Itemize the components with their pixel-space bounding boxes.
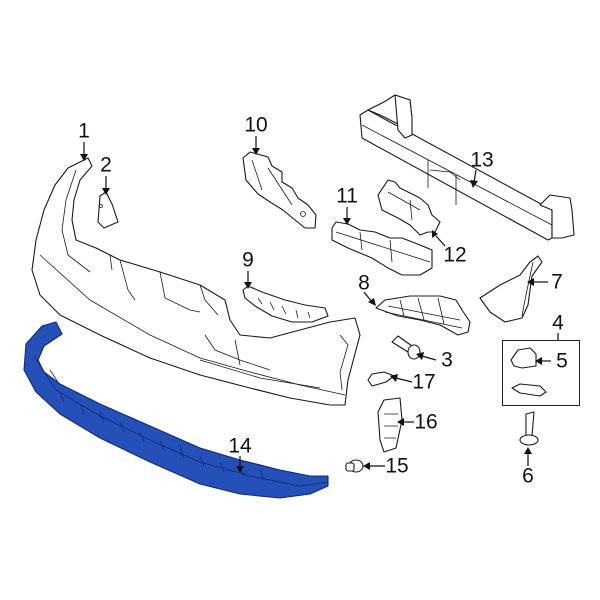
- part-5-clip-nut[interactable]: [510, 347, 537, 369]
- part-11-absorber[interactable]: [331, 221, 433, 276]
- part-17-clip[interactable]: [367, 371, 395, 387]
- callout-3[interactable]: 3: [441, 348, 453, 372]
- part-9-bracket[interactable]: [242, 285, 329, 323]
- callout-2[interactable]: 2: [100, 153, 112, 177]
- callout-7[interactable]: 7: [551, 270, 563, 294]
- part-8-grille[interactable]: [375, 295, 471, 336]
- part-14-lower-valance[interactable]: [23, 321, 329, 499]
- callout-8[interactable]: 8: [358, 271, 370, 295]
- part-16-bracket[interactable]: [377, 397, 403, 453]
- part-10-bracket[interactable]: [242, 151, 317, 229]
- part-6-screw[interactable]: [519, 411, 539, 446]
- callout-10[interactable]: 10: [244, 113, 268, 137]
- part-15-push-pin[interactable]: [345, 459, 364, 473]
- part-4-group-box: [502, 340, 580, 406]
- callout-12[interactable]: 12: [443, 243, 467, 267]
- callout-9[interactable]: 9: [242, 248, 254, 272]
- callout-14[interactable]: 14: [228, 434, 252, 458]
- callout-16[interactable]: 16: [414, 410, 438, 434]
- callout-15[interactable]: 15: [385, 454, 409, 478]
- part-12-bracket[interactable]: [377, 179, 441, 236]
- callout-1[interactable]: 1: [78, 119, 90, 143]
- part-13-impact-bar[interactable]: [359, 94, 575, 241]
- part-7-bracket[interactable]: [479, 255, 543, 323]
- leader-lines: [80, 136, 559, 473]
- callout-13[interactable]: 13: [470, 148, 494, 172]
- part-3-bolt[interactable]: [391, 335, 421, 360]
- callout-4[interactable]: 4: [552, 311, 564, 335]
- callout-17[interactable]: 17: [412, 370, 436, 394]
- callout-11[interactable]: 11: [336, 184, 358, 208]
- callout-6[interactable]: 6: [522, 464, 534, 488]
- part-2-bracket[interactable]: [97, 191, 119, 229]
- part-4-retainer-strip[interactable]: [511, 383, 547, 397]
- part-1-bumper-cover[interactable]: [31, 157, 361, 406]
- callout-5[interactable]: 5: [556, 349, 568, 373]
